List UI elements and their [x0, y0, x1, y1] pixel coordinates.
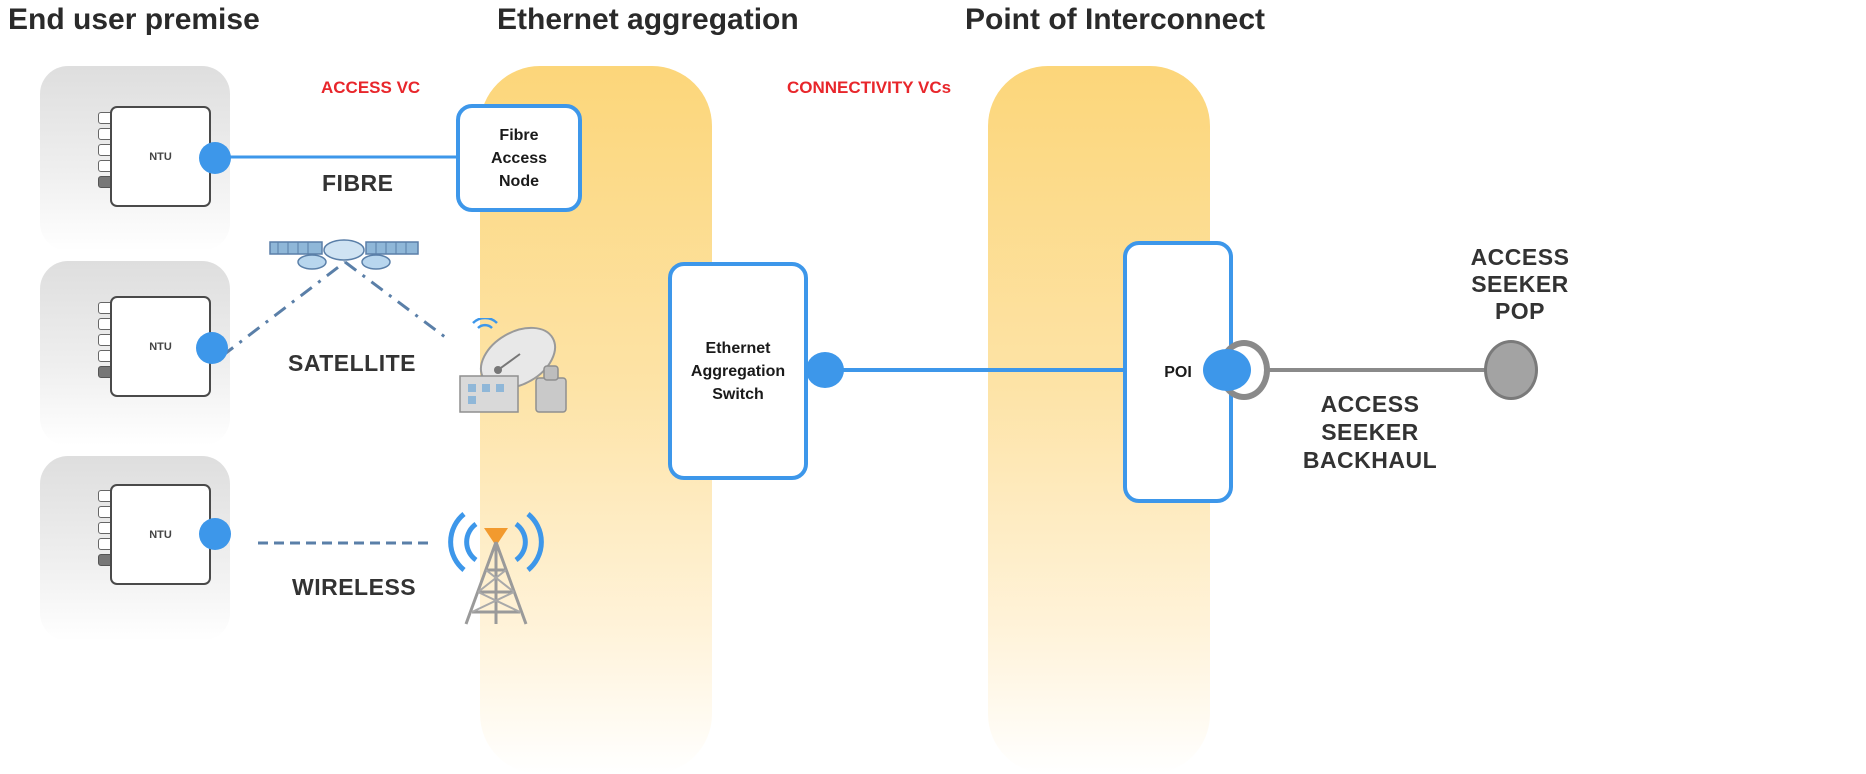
satellite-label: SATELLITE	[288, 350, 417, 376]
wireless-label: WIRELESS	[292, 574, 417, 600]
poi-port-dot	[1203, 349, 1251, 391]
wireless-tower-icon	[448, 512, 544, 625]
fibre-access-node-line-3: Node	[498, 172, 539, 190]
heading-ethernet-aggregation: Ethernet aggregation	[497, 3, 799, 36]
access-seeker-pop-line-2: SEEKER	[1471, 271, 1569, 297]
access-seeker-pop-dot	[1484, 340, 1538, 400]
heading-end-user-premise: End user premise	[8, 3, 260, 36]
access-seeker-pop-label: ACCESS SEEKER POP	[1450, 244, 1590, 325]
access-seeker-pop-line-1: ACCESS	[1470, 244, 1570, 270]
connectivity-vcs-label: CONNECTIVITY VCs	[787, 78, 952, 97]
poi-label: POI	[1164, 363, 1192, 381]
access-seeker-backhaul-line-1: ACCESS	[1320, 391, 1420, 417]
ethernet-aggregation-switch-line-3: Switch	[712, 385, 764, 403]
access-seeker-pop-line-3: POP	[1494, 298, 1546, 324]
satellite-uplink-line	[221, 260, 346, 358]
heading-point-of-interconnect: Point of Interconnect	[965, 3, 1265, 36]
fibre-access-node: Fibre Access Node	[456, 104, 582, 212]
fibre-access-node-line-1: Fibre	[499, 126, 539, 144]
switch-port-dot	[806, 352, 844, 388]
access-seeker-backhaul-label: ACCESS SEEKER BACKHAUL	[1295, 390, 1445, 474]
ntu-icon: NTU	[110, 484, 211, 585]
access-seeker-backhaul-line-3: BACKHAUL	[1302, 447, 1438, 473]
fibre-label: FIBRE	[322, 170, 394, 196]
ground-station-icon	[459, 318, 567, 413]
ntu-label: NTU	[149, 528, 172, 541]
ntu-fibre-port-dot	[199, 142, 231, 174]
access-vc-label: ACCESS VC	[321, 78, 421, 97]
satellite-downlink-line	[344, 260, 446, 339]
ntu-label: NTU	[149, 340, 172, 353]
ntu-label: NTU	[149, 150, 172, 163]
satellite-icon	[269, 239, 419, 270]
ntu-icon: NTU	[110, 296, 211, 397]
ethernet-aggregation-switch: Ethernet Aggregation Switch	[668, 262, 808, 480]
ethernet-aggregation-switch-line-1: Ethernet	[705, 339, 771, 357]
access-seeker-backhaul-line-2: SEEKER	[1321, 419, 1419, 445]
ntu-wireless-port-dot	[199, 518, 231, 550]
ethernet-aggregation-switch-line-2: Aggregation	[690, 362, 786, 380]
fibre-access-node-line-2: Access	[490, 149, 548, 167]
ntu-satellite-port-dot	[196, 332, 228, 364]
